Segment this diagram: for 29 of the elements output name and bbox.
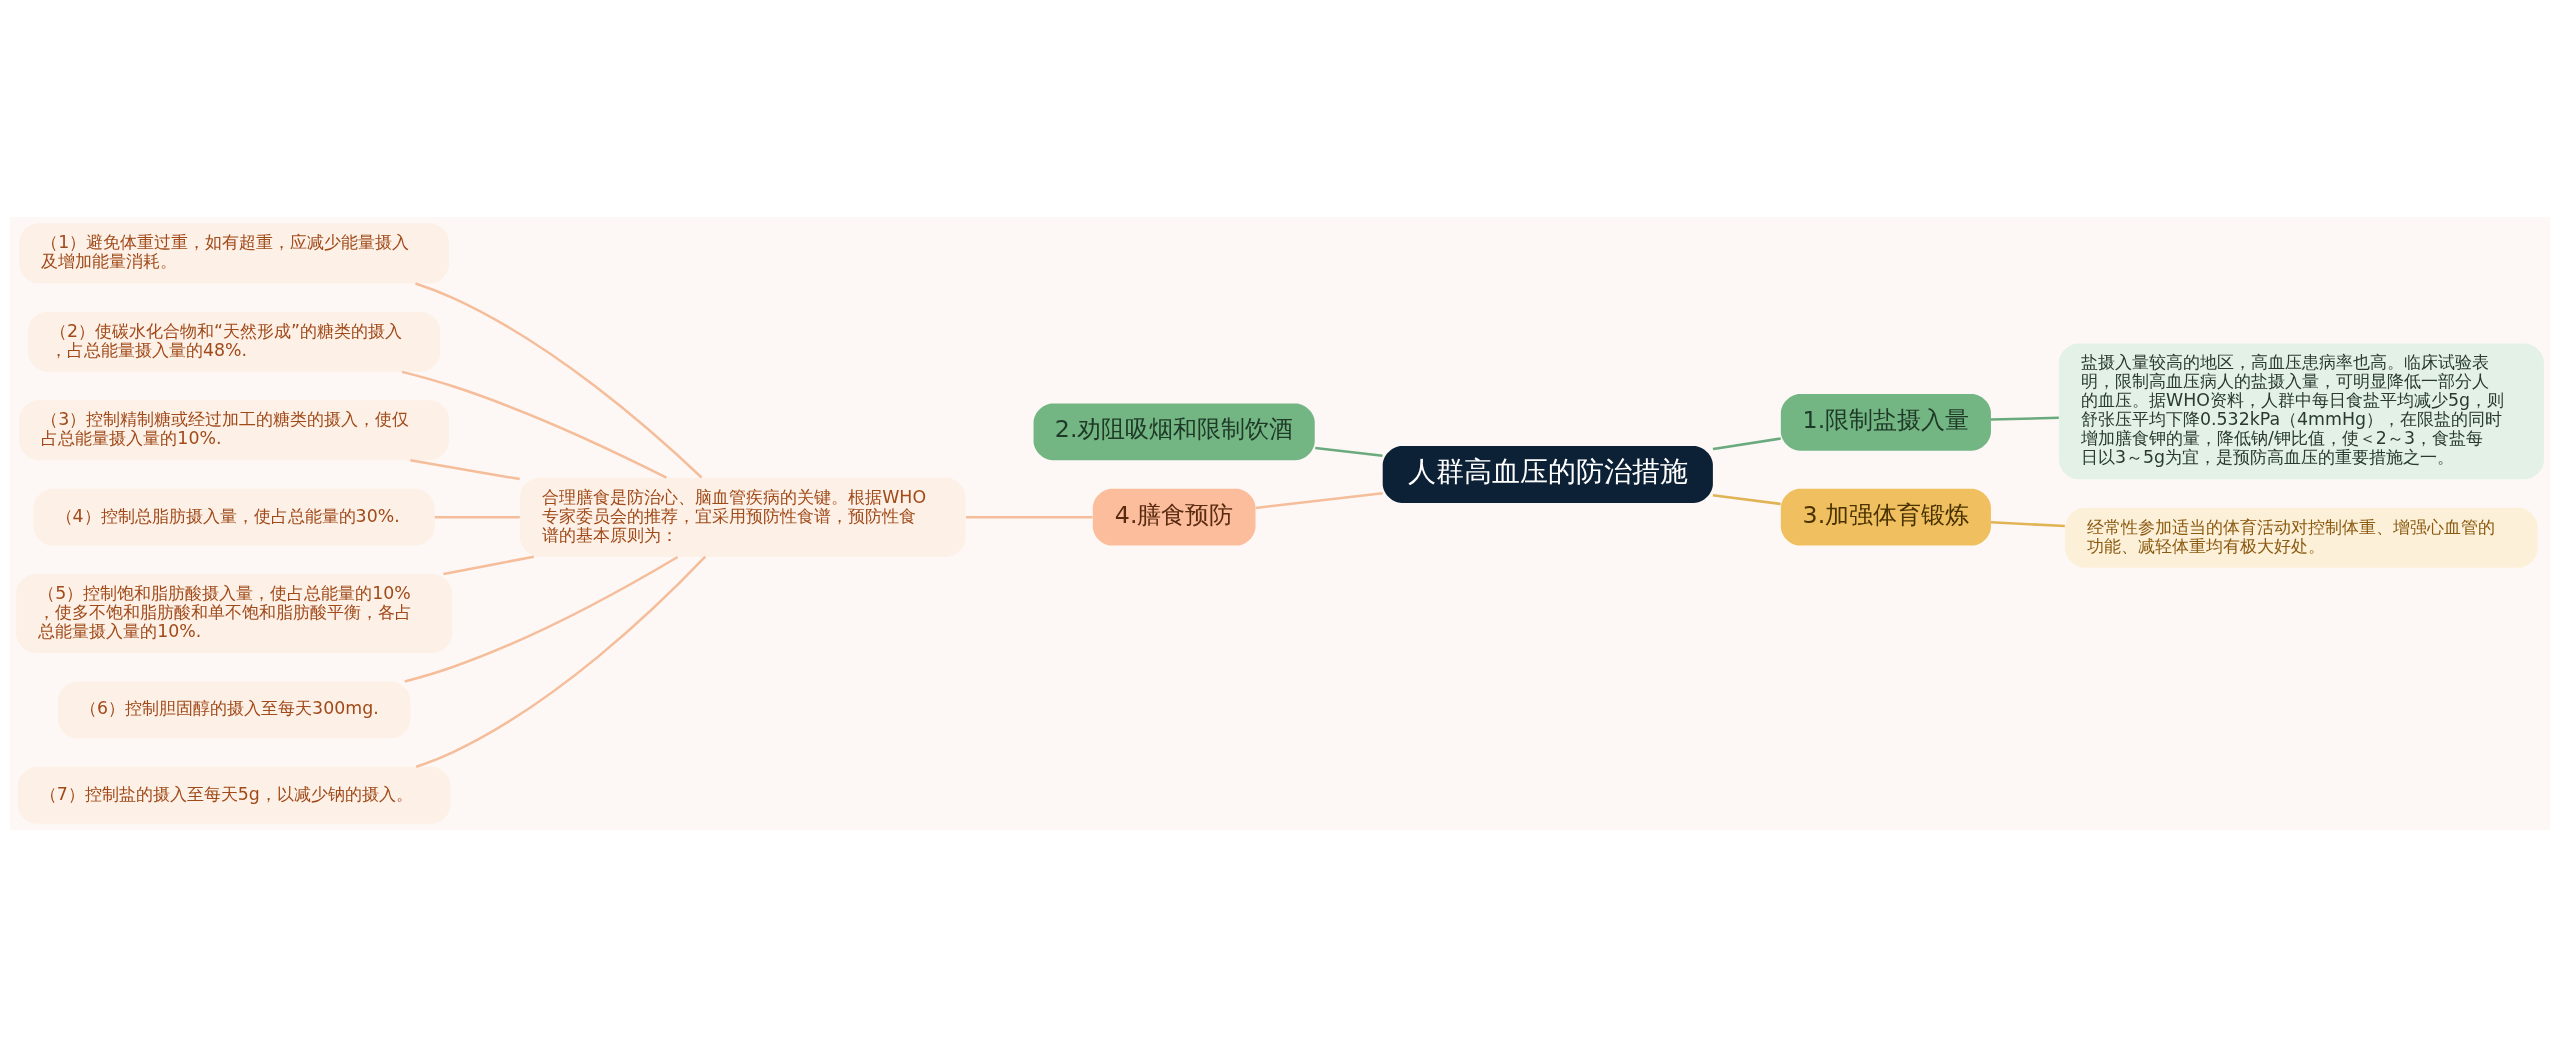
node-box: 经常性参加适当的体育活动对控制体重、增强心血管的功能、减轻体重均有极大好处。	[2065, 507, 2538, 568]
connector	[404, 555, 679, 683]
connector	[1990, 416, 2059, 421]
connector	[1255, 492, 1383, 510]
node-box: （3）控制精制糖或经过加工的糖类的摄入，使仅占总能量摄入量的10%.	[19, 400, 449, 461]
node-box: 4.膳食预防	[1092, 488, 1256, 546]
connector	[401, 370, 667, 479]
connector	[415, 282, 703, 479]
node-box: 2.劝阻吸烟和限制饮酒	[1033, 403, 1315, 461]
node-box: （7）控制盐的摄入至每天5g，以减少钠的摄入。	[17, 766, 451, 824]
connector	[443, 555, 535, 576]
connector	[434, 515, 520, 519]
connector	[1712, 437, 1781, 451]
node-box: （5）控制饱和脂肪酸摄入量，使占总能量的10%，使多不饱和脂肪酸和单不饱和脂肪酸平衡，各占总能量摄入量的10%.	[16, 574, 453, 654]
connector	[966, 515, 1093, 519]
node-box: 盐摄入量较高的地区，高血压患病率也高。临床试验表明，限制高血压病人的盐摄入量，可明显降低一部分人的血压。据WHO资料，人群中每日食盐平均减少5g，则舒张压平均下降0.532kPa（4mmHg），在限盐的同时增加膳食钾的量，降低钠/钾比值，使＜2～3，食盐每日以3～5g为宜，是预防高血压的重要措施之一。	[2058, 343, 2544, 480]
node-box: （6）控制胆固醇的摄入至每天300mg.	[57, 681, 411, 739]
connector	[1712, 494, 1781, 506]
node-box: （2）使碳水化合物和“天然形成”的糖类的摄入，占总能量摄入量的48%.	[27, 311, 441, 372]
node-box: 3.加强体育锻炼	[1780, 488, 1991, 546]
connector	[410, 459, 520, 481]
node-box: （1）避免体重过重，如有超重，应减少能量摄入及增加能量消耗。	[19, 223, 449, 284]
connector	[1315, 446, 1383, 457]
node-box: 合理膳食是防治心、脑血管疾病的关键。根据WHO专家委员会的推荐，宜采用预防性食谱，预防性食谱的基本原则为：	[520, 477, 966, 557]
connector	[1990, 521, 2065, 528]
connector	[415, 555, 707, 768]
node-box: （4）控制总脂肪摄入量，使占总能量的30%.	[33, 488, 435, 546]
node-box: 1.限制盐摄入量	[1780, 393, 1991, 451]
node-box: 人群高血压的防治措施	[1382, 446, 1713, 503]
